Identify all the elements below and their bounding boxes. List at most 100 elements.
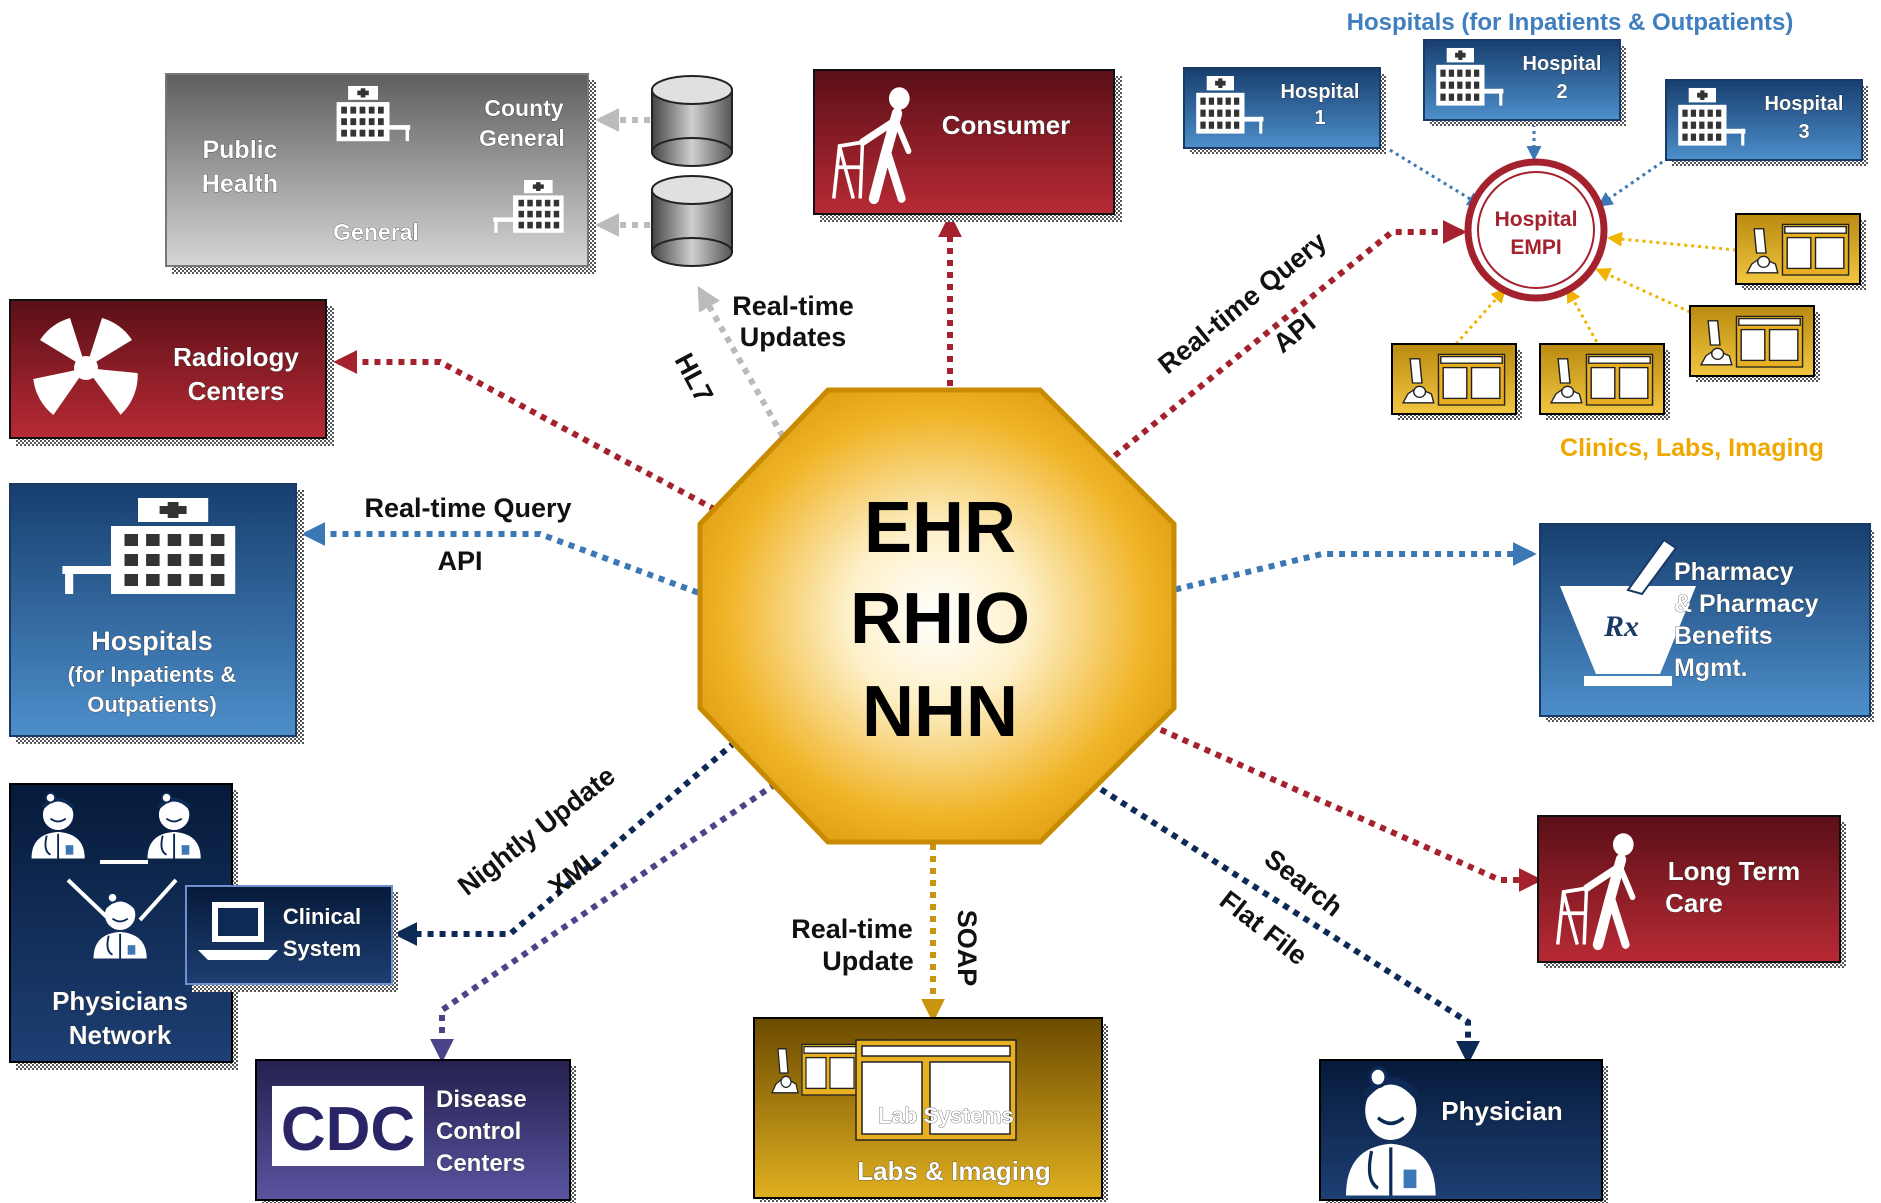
hospital-cluster-title: Hospitals (for Inpatients & Outpatients) — [1347, 9, 1794, 36]
general-label: General — [333, 219, 419, 245]
clinics-label: Clinics, Labs, Imaging — [1560, 434, 1824, 462]
connector-pharmacy — [1077, 542, 1537, 620]
public-health-label-2: Health — [202, 170, 278, 198]
microscope-icon — [1402, 353, 1506, 406]
center-hub: EHR RHIO NHN — [697, 387, 1177, 845]
hospital-3-box: Hospital 3 — [1665, 79, 1868, 166]
physicians-network-node: Physicians Network Clinical System — [9, 783, 398, 1070]
cdc-label-1: Disease — [436, 1086, 527, 1113]
cdc-logo — [272, 1086, 424, 1166]
pharmacy-label-2: & Pharmacy — [1674, 590, 1819, 618]
clinical-system-label-1: Clinical — [283, 904, 361, 929]
lab-systems-screen — [855, 1039, 1017, 1141]
consumer-label: Consumer — [942, 110, 1071, 140]
connector-clinic4-empi — [1454, 287, 1506, 345]
physician-label: Physician — [1441, 1096, 1562, 1126]
label-nightly-2: XML — [543, 844, 606, 903]
label-hl7: HL7 — [669, 348, 719, 407]
label-rtq-left-1: Real-time Query — [364, 493, 571, 523]
label-realtime-updates-1: Real-time — [732, 291, 854, 321]
hospital-1-label: Hospital — [1281, 81, 1360, 103]
mortar-pestle-icon: Rx — [1560, 538, 1696, 686]
long-term-care-label-1: Long Term — [1668, 856, 1800, 886]
database-icon — [651, 175, 733, 267]
hospitals-left-label-2: (for Inpatients & — [68, 662, 237, 687]
database-icon — [651, 75, 733, 167]
clinic-box — [1539, 343, 1670, 420]
connector-radiology — [333, 350, 805, 558]
hospital-cluster: Hospitals (for Inpatients & Outpatients)… — [1183, 9, 1868, 462]
hospital-2-label: Hospital — [1523, 53, 1602, 75]
microscope-icon — [1550, 353, 1654, 406]
cdc-logo-text: CDC — [281, 1095, 415, 1164]
long-term-care-node: Long Term Care — [1537, 815, 1846, 968]
clinical-system-box: Clinical System — [185, 885, 398, 992]
radiology-label-2: Centers — [188, 376, 285, 406]
connector-long-term-care — [1057, 682, 1543, 892]
hospitals-left-label-1: Hospitals — [91, 626, 213, 656]
pharmacy-label-3: Benefits — [1674, 622, 1773, 650]
labs-node: Lab Systems Labs & Imaging — [753, 1017, 1108, 1202]
physician-node: Physician — [1319, 1059, 1608, 1203]
hospital-3-number: 3 — [1798, 121, 1809, 143]
clinical-system-label-2: System — [283, 936, 361, 961]
connector-hospital3-empi — [1597, 156, 1669, 207]
hospital-3-label: Hospital — [1765, 93, 1844, 115]
physicians-network-label-2: Network — [69, 1020, 172, 1050]
hospital-2-number: 2 — [1556, 81, 1567, 103]
cdc-label-3: Centers — [436, 1150, 525, 1177]
connector-cdc — [430, 727, 859, 1063]
connector-physician — [1015, 735, 1480, 1065]
empi-label-2: EMPI — [1510, 236, 1561, 259]
pharmacy-label-4: Mgmt. — [1674, 654, 1748, 682]
hospital-2-box: Hospital 2 — [1423, 39, 1626, 126]
clinic-box — [1735, 213, 1866, 290]
lab-systems-label: Lab Systems — [878, 1103, 1014, 1128]
cdc-node: CDC Disease Control Centers — [255, 1059, 576, 1203]
consumer-node: Consumer — [813, 69, 1122, 222]
database-icons — [651, 75, 733, 267]
pharmacy-node: Rx Pharmacy & Pharmacy Benefits Mgmt. — [1539, 523, 1874, 722]
connector-hospital1-empi — [1389, 148, 1483, 207]
connector-clinic2-empi — [1595, 268, 1691, 314]
label-rtq-right-2: API — [1267, 307, 1321, 359]
hub-nhn: NHN — [862, 672, 1018, 752]
long-term-care-label-2: Care — [1665, 888, 1723, 918]
physicians-network-label-1: Physicians — [52, 986, 188, 1016]
hospital-1-number: 1 — [1314, 107, 1325, 129]
laptop-icon — [198, 902, 278, 960]
radiology-node: Radiology Centers — [9, 299, 334, 446]
hospital-empi: Hospital EMPI — [1464, 158, 1608, 302]
microscope-icon — [1746, 223, 1850, 276]
clinic-box — [1391, 343, 1522, 420]
cdc-label-2: Control — [436, 1118, 521, 1145]
county-general-label-1: County — [484, 95, 563, 121]
rx-symbol: Rx — [1603, 610, 1639, 643]
hospitals-left-label-3: Outpatients) — [87, 692, 217, 717]
hub-ehr: EHR — [864, 488, 1016, 568]
hospitals-left-node: Hospitals (for Inpatients & Outpatients) — [9, 483, 304, 744]
label-rtq-left-2: API — [437, 546, 482, 576]
label-realtime-updates-2: Updates — [740, 322, 847, 352]
public-health-label-1: Public — [202, 136, 277, 164]
microscope-icon — [1700, 315, 1804, 368]
connector-clinic1-empi — [1607, 231, 1737, 252]
connector-clinic3-empi — [1566, 287, 1602, 349]
label-rt-update-2: Update — [822, 946, 914, 976]
radiology-label-1: Radiology — [173, 342, 299, 372]
labs-imaging-label: Labs & Imaging — [857, 1156, 1051, 1186]
county-general-label-2: General — [479, 125, 565, 151]
clinic-box — [1689, 305, 1820, 382]
label-soap: SOAP — [952, 910, 982, 987]
public-health-node: Public Health County General General — [165, 73, 596, 274]
microscope-icon — [771, 1043, 859, 1096]
hospital-1-box: Hospital 1 — [1183, 67, 1386, 154]
pharmacy-label-1: Pharmacy — [1674, 558, 1794, 586]
hub-rhio: RHIO — [850, 579, 1030, 659]
empi-label-1: Hospital — [1495, 208, 1578, 231]
radiation-icon — [33, 318, 138, 416]
label-rt-update-1: Real-time — [791, 914, 913, 944]
label-search: Search — [1259, 843, 1348, 922]
label-nightly-1: Nightly Update — [452, 760, 621, 901]
